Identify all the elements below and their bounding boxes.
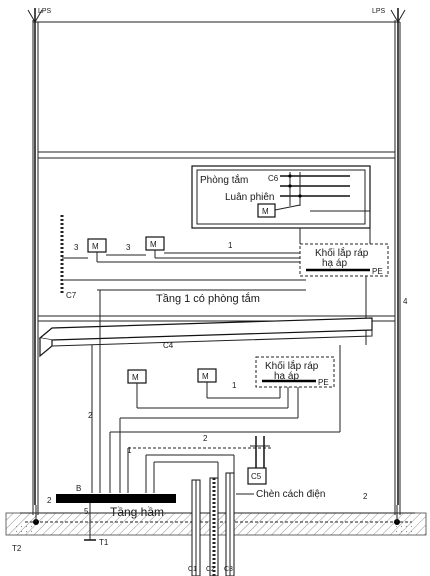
c3-label: C3 [224,566,233,573]
motor-bathroom-label: M [262,207,269,216]
lv-assembly-ground-line2: hạ áp [274,371,299,382]
motor-ground-a-label: M [132,373,139,382]
alternating-label: Luân phiên [225,192,275,203]
c4-label: C4 [163,341,174,350]
lv-assembly-floor1-line1: Khối lắp ráp [315,246,369,259]
floor1-caption: Tầng 1 có phòng tắm [156,292,260,305]
num-1-mid: 1 [127,446,132,455]
lv-assembly-floor1-line2: hạ áp [322,258,347,269]
bathroom-label: Phòng tắm [200,173,248,186]
floor1-conductors [62,210,371,345]
lv-assembly-ground-line1: Khối lắp ráp [265,359,319,372]
t1-label: T1 [99,538,109,547]
c7-label: C7 [66,291,77,300]
lps-air-terminal-right [390,8,406,505]
building-walls [32,20,401,515]
lps-label-right: LPS [372,8,386,15]
num-1-ground: 1 [232,381,237,390]
t2-label: T2 [12,544,22,553]
num-1-floor1: 1 [228,241,233,250]
num-2-left: 2 [47,496,52,505]
pipe-c2 [209,477,219,576]
num-2-right: 2 [363,492,368,501]
pe-label-floor1: PE [372,267,383,276]
num-5: 5 [84,507,89,516]
pipe-c3 [225,472,235,576]
num-3-a: 3 [74,243,79,252]
lps-label-left: LPS [38,8,52,15]
b-label: B [76,484,81,493]
c1-label: C1 [188,566,197,573]
ground-conductors [91,290,341,493]
pipe-c1 [191,479,201,576]
motor-floor1-a-label: M [92,242,99,251]
pe-label-ground: PE [318,378,329,387]
motor-ground-b-label: M [202,372,209,381]
num-4-right: 4 [403,297,408,306]
motor-floor1-b-label: M [150,240,157,249]
pipe-c4 [38,317,373,358]
c5-box [247,467,267,485]
lv-assembly-ground [255,356,335,388]
c6-label: C6 [268,174,279,183]
motor-bathroom [257,203,276,218]
num-2-mid: 2 [203,434,208,443]
num-3-b: 3 [126,243,131,252]
c5-label: C5 [251,472,262,481]
num-2-ground: 2 [88,411,93,420]
c2-label: C2 [206,566,215,573]
lps-air-terminal-left [27,8,43,505]
main-earthing-bar [56,494,176,503]
c6-pipes [280,172,350,206]
insulation-label: Chèn cách điện [256,489,326,500]
